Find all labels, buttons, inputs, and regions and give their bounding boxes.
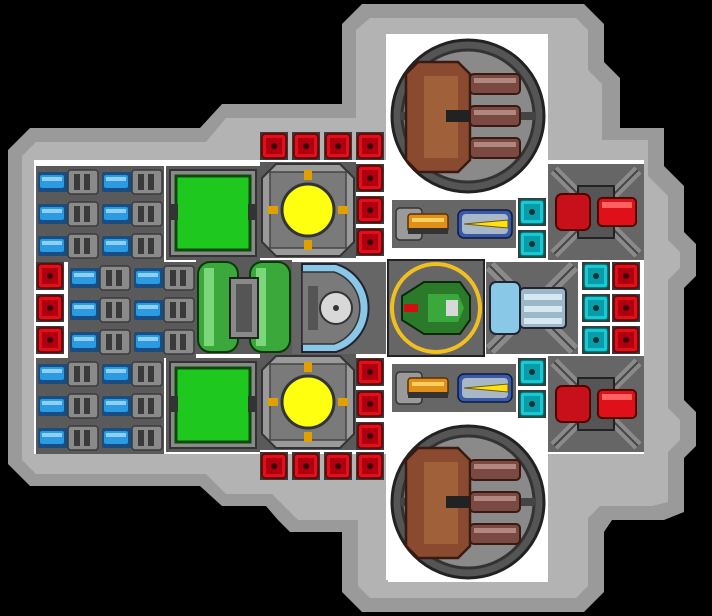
reactor-core-icon [258,160,358,260]
battery-cell-icon [35,389,101,423]
battery-cell-icon [35,357,101,391]
armor-block-icon [259,131,289,161]
armor-block-icon [611,325,641,355]
shield-emitter-icon [517,357,547,387]
drill-icon [485,261,579,355]
armor-block-icon [35,261,65,291]
battery-cell-icon [99,165,165,199]
armor-block-icon [355,389,385,419]
armor-block-icon [355,227,385,257]
computer-screen-icon [164,356,262,454]
gun-icon [391,199,455,249]
armor-block-icon [355,421,385,451]
thruster-icon [548,356,644,452]
thruster-icon [548,164,644,260]
shield-emitter-icon [517,229,547,259]
armor-block-icon [355,131,385,161]
gun-icon [453,363,517,413]
battery-cell-icon [67,325,133,359]
shield-emitter-icon [581,293,611,323]
large-cannon-icon [386,34,550,198]
armor-block-icon [611,293,641,323]
armor-block-icon [259,451,289,481]
battery-cell-icon [99,357,165,391]
armor-block-icon [323,131,353,161]
battery-cell-icon [99,421,165,455]
armor-block-icon [355,163,385,193]
large-cannon-icon [386,420,550,584]
battery-cell-icon [99,229,165,263]
reactor-core-icon [258,352,358,452]
shield-emitter-icon [581,325,611,355]
armor-block-icon [35,293,65,323]
armor-block-icon [291,131,321,161]
battery-cell-icon [67,293,133,327]
gun-icon [453,199,517,249]
dome-icon [292,262,386,354]
shield-emitter-icon [517,389,547,419]
engine-icon [196,260,292,354]
gun-icon [391,363,455,413]
computer-screen-icon [164,164,262,262]
battery-cell-icon [131,261,197,295]
armor-block-icon [355,357,385,387]
armor-block-icon [355,195,385,225]
battery-cell-icon [131,293,197,327]
battery-cell-icon [35,229,101,263]
armor-block-icon [291,451,321,481]
shield-emitter-icon [581,261,611,291]
battery-cell-icon [99,197,165,231]
armor-block-icon [611,261,641,291]
armor-block-icon [323,451,353,481]
armor-block-icon [35,325,65,355]
armor-block-icon [355,451,385,481]
battery-cell-icon [35,421,101,455]
cockpit-icon [387,259,485,357]
battery-cell-icon [99,389,165,423]
battery-cell-icon [67,261,133,295]
battery-cell-icon [35,197,101,231]
battery-cell-icon [35,165,101,199]
shield-emitter-icon [517,197,547,227]
battery-cell-icon [131,325,197,359]
